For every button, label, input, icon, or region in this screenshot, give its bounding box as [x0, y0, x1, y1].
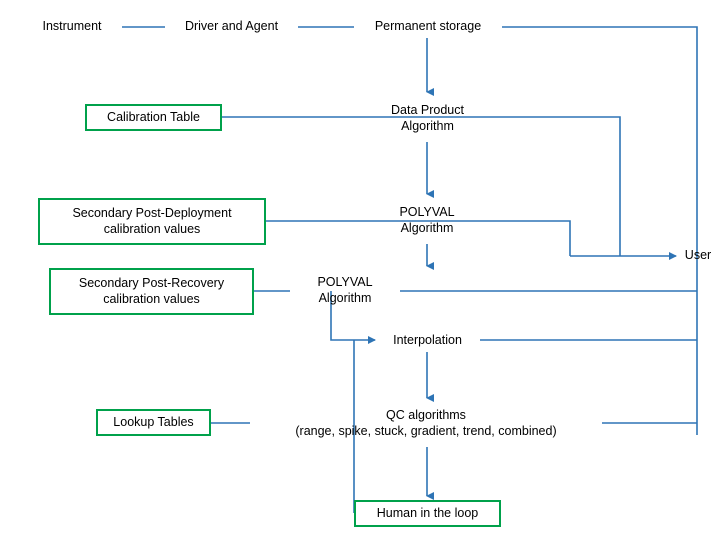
node-interpolation: Interpolation [393, 333, 462, 348]
connector-storage-right-to-userline [502, 26, 698, 435]
node-driver_agent: Driver and Agent [184, 19, 279, 34]
node-human_in_the_loop: Human in the loop [354, 500, 501, 527]
node-user: User [684, 248, 712, 263]
node-data_product_alg: Data Product Algorithm [391, 102, 464, 133]
node-polyval_alg_2: POLYVAL Algorithm [317, 274, 373, 305]
node-lookup_tables: Lookup Tables [96, 409, 211, 436]
node-calibration_table: Calibration Table [85, 104, 222, 131]
node-instrument: Instrument [42, 19, 102, 34]
node-permanent_storage: Permanent storage [374, 19, 482, 34]
node-qc_algorithms: QC algorithms (range, spike, stuck, grad… [295, 407, 557, 438]
node-polyval_alg_1: POLYVAL Algorithm [399, 204, 455, 235]
node-secondary_post_deployment: Secondary Post-Deployment calibration va… [38, 198, 266, 245]
node-secondary_post_recovery: Secondary Post-Recovery calibration valu… [49, 268, 254, 315]
